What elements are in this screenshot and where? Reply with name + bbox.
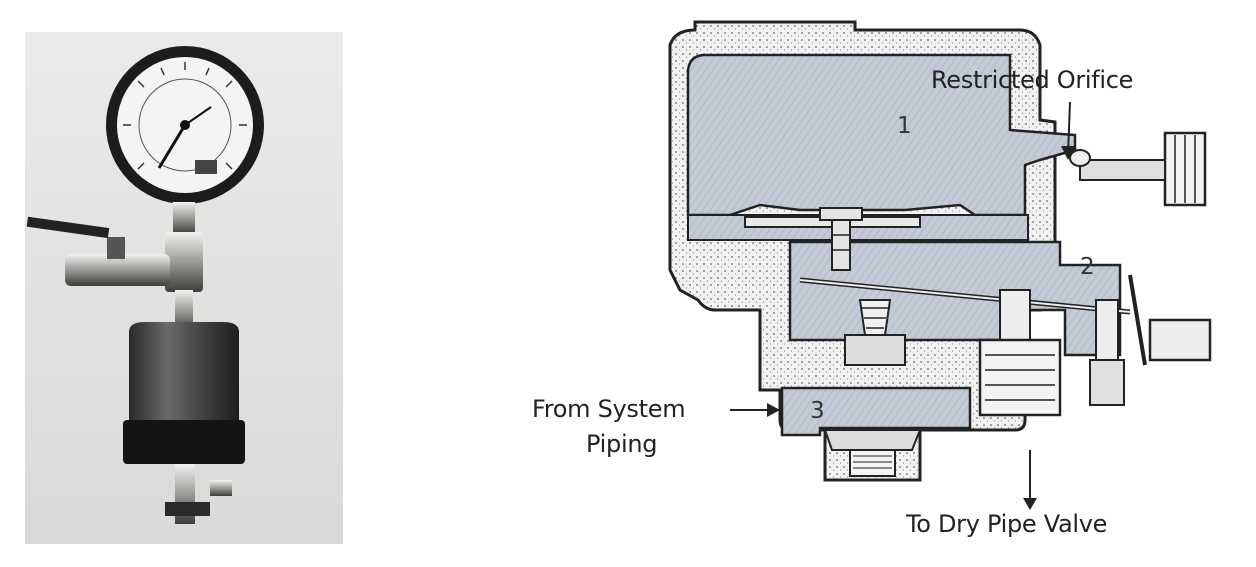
to-dry-pipe-valve-label: To Dry Pipe Valve [906,510,1108,538]
chamber-1-number: 1 [897,113,912,139]
accelerator-photo [25,32,343,544]
accelerator-cutaway-diagram [668,20,1212,510]
chamber-3 [780,386,972,437]
chamber-3-number: 3 [810,398,825,424]
chamber-2-number: 2 [1080,254,1095,280]
from-system-piping-label: From System Piping [532,392,686,462]
restricted-orifice-label: Restricted Orifice [931,66,1134,94]
piping-line: Piping [586,430,658,458]
from-system-line: From System [532,395,686,423]
